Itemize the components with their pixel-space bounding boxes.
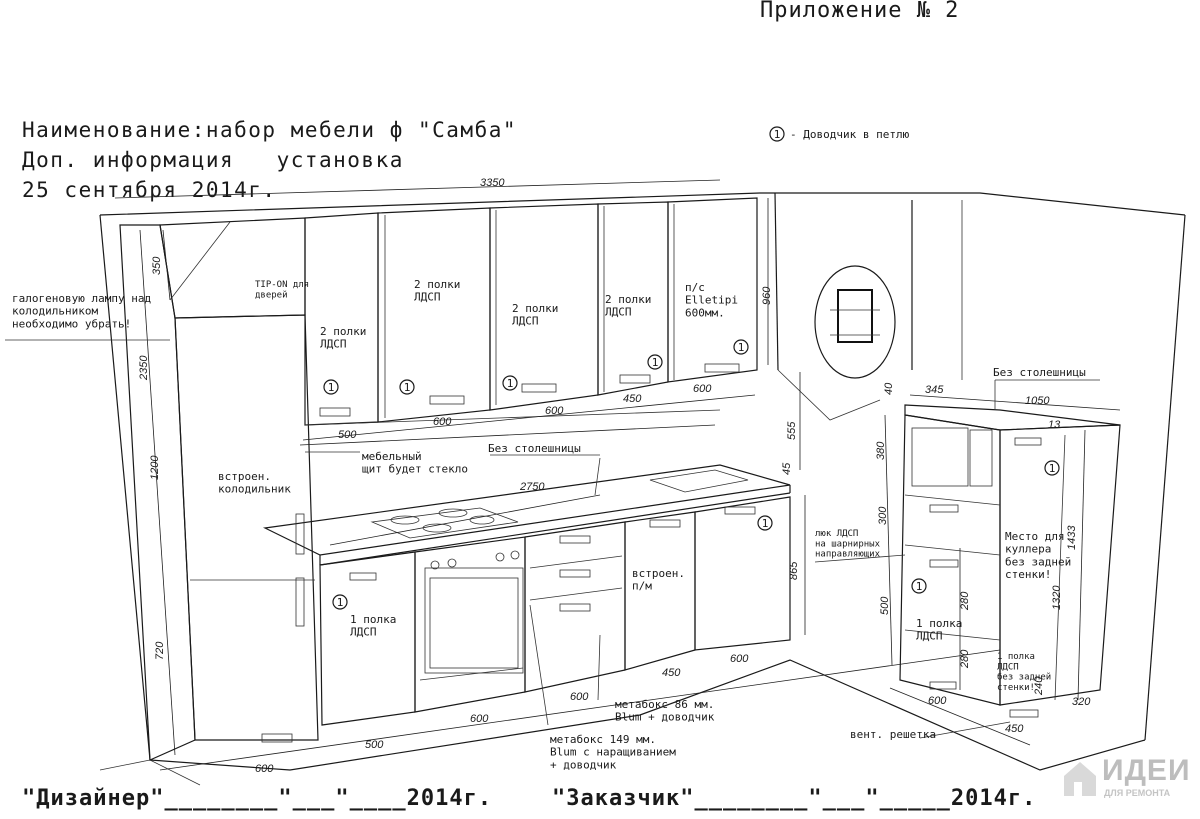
svg-text:1: 1	[404, 381, 411, 394]
closer-markers: 1 1 1 1 1 1 1 1 1	[323, 339, 1060, 610]
svg-text:240: 240	[1033, 676, 1045, 696]
svg-text:1: 1	[507, 377, 514, 390]
fridge-label: встроен.колодильник	[218, 470, 291, 496]
svg-text:13: 13	[1048, 419, 1061, 431]
svg-text:600: 600	[545, 405, 564, 417]
svg-text:2350: 2350	[138, 355, 150, 381]
svg-text:300: 300	[877, 506, 889, 525]
designer-signature-line: "Дизайнер"________"___"____2014г.	[22, 786, 493, 811]
svg-text:45: 45	[781, 462, 793, 475]
right-column	[899, 404, 1121, 718]
svg-text:280: 280	[959, 591, 971, 611]
vent-note: вент. решетка	[850, 728, 936, 741]
leader-lines	[5, 221, 1100, 739]
svg-text:450: 450	[662, 667, 681, 679]
svg-text:3350: 3350	[480, 177, 505, 189]
svg-text:600: 600	[730, 653, 749, 665]
svg-text:350: 350	[151, 256, 163, 275]
svg-text:1320: 1320	[1051, 585, 1063, 610]
svg-text:1200: 1200	[149, 455, 161, 480]
svg-text:1: 1	[328, 381, 335, 394]
fridge-column	[119, 224, 319, 761]
watermark-sub: ДЛЯ РЕМОНТА	[1104, 788, 1171, 798]
svg-text:1: 1	[774, 128, 781, 141]
svg-text:1050: 1050	[1025, 395, 1050, 407]
svg-text:1: 1	[738, 341, 745, 354]
legend-text: - Доводчик в петлю	[790, 128, 910, 141]
svg-text:280: 280	[959, 649, 971, 669]
svg-text:600: 600	[928, 695, 947, 707]
svg-text:40: 40	[883, 382, 895, 395]
svg-text:500: 500	[365, 739, 384, 751]
svg-text:600: 600	[693, 383, 712, 395]
info-line: Доп. информация установка	[22, 148, 404, 172]
svg-text:1: 1	[916, 580, 923, 593]
svg-text:1433: 1433	[1066, 525, 1078, 550]
svg-text:450: 450	[623, 393, 642, 405]
no-top-note-1: Без столешницы	[488, 442, 581, 455]
svg-text:960: 960	[761, 286, 773, 305]
svg-text:320: 320	[1072, 696, 1091, 708]
watermark-logo: ИДЕИ ДЛЯ РЕМОНТА	[1062, 752, 1194, 804]
upper-cabinets	[159, 197, 758, 426]
svg-text:720: 720	[154, 641, 166, 660]
svg-text:500: 500	[879, 596, 891, 615]
svg-text:345: 345	[925, 384, 944, 396]
svg-text:1: 1	[762, 517, 769, 530]
worktop	[262, 409, 791, 566]
dimension-lines	[114, 179, 1121, 771]
svg-text:1: 1	[652, 356, 659, 369]
lower-cabinets	[319, 496, 791, 726]
svg-text:450: 450	[1005, 723, 1024, 735]
watermark-brand: ИДЕИ	[1102, 754, 1191, 787]
svg-text:600: 600	[470, 713, 489, 725]
legend-marker: 1 - Доводчик в петлю	[769, 126, 910, 142]
metabox-86-note: метабокс 86 мм.Blum + доводчик	[615, 698, 715, 724]
name-line: Наименование:набор мебели ф "Самба"	[22, 118, 518, 142]
svg-text:600: 600	[255, 763, 274, 775]
room-outline	[99, 192, 1186, 786]
svg-text:1: 1	[1049, 462, 1056, 475]
no-top-note-2: Без столешницы	[993, 366, 1086, 379]
dishwasher-label: встроен.п/м	[632, 567, 685, 593]
svg-text:2750: 2750	[519, 481, 545, 493]
svg-text:600: 600	[570, 691, 589, 703]
svg-text:1: 1	[337, 596, 344, 609]
svg-text:600: 600	[433, 416, 452, 428]
customer-signature-line: "Заказчик"________"___"_____2014г.	[552, 786, 1037, 811]
metabox-149-note: метабокс 149 мм.Blum с наращиванием+ дов…	[550, 733, 676, 771]
svg-text:500: 500	[338, 429, 357, 441]
dimension-values: 3350 2750 2350 1200 720 350 960 555 865 …	[138, 177, 1091, 775]
svg-text:380: 380	[875, 441, 887, 460]
appendix-title: Приложение № 2	[760, 0, 960, 23]
svg-text:555: 555	[786, 421, 798, 440]
detail-inset	[814, 265, 896, 379]
svg-text:865: 865	[788, 561, 800, 580]
